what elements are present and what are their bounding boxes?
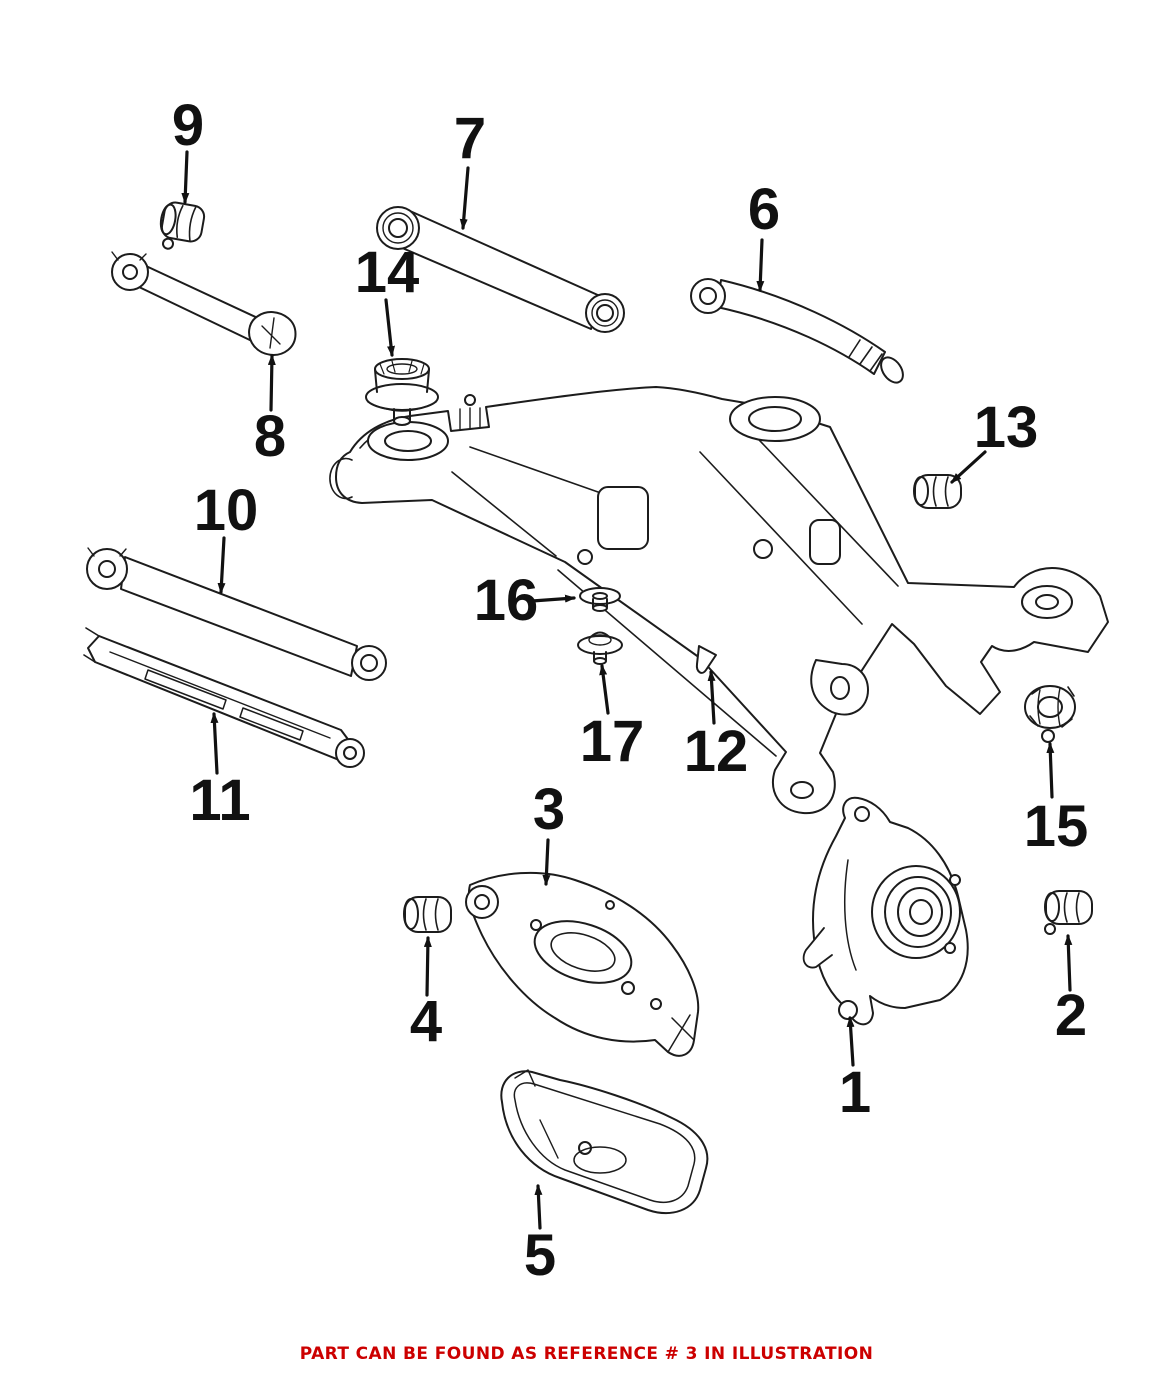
cover-shield-5-illustration (500, 1069, 709, 1215)
link-arm-8-illustration (111, 251, 297, 356)
bushing-4-illustration (403, 896, 452, 933)
washer-16-illustration (579, 587, 621, 612)
callout-15: 15 (1023, 794, 1089, 859)
upper-link-arm-7-illustration (376, 206, 625, 333)
subframe-mount-14-illustration (365, 358, 439, 426)
lateral-arm-10-illustration (86, 547, 387, 681)
callout-16: 16 (473, 568, 539, 633)
callout-8: 8 (253, 404, 287, 469)
callout-12: 12 (683, 719, 749, 784)
lower-control-arm-3-illustration (465, 871, 700, 1057)
callout-13: 13 (973, 395, 1039, 460)
curved-link-arm-6-illustration (690, 278, 904, 384)
callout-17: 17 (579, 709, 645, 774)
callout-6: 6 (747, 177, 781, 242)
bushing-9-illustration (159, 201, 206, 250)
callout-3: 3 (532, 777, 566, 842)
mount-bushing-15-illustration (1024, 685, 1076, 743)
callout-14: 14 (354, 240, 420, 305)
subframe-tab-12 (695, 645, 717, 674)
callout-9: 9 (171, 93, 205, 158)
callout-7: 7 (453, 106, 487, 171)
callout-1: 1 (838, 1060, 872, 1125)
reference-note: PART CAN BE FOUND AS REFERENCE # 3 IN IL… (299, 1344, 874, 1364)
slotted-arm-11-illustration (83, 627, 365, 768)
knuckle-1-illustration (802, 796, 969, 1026)
callout-11: 11 (189, 768, 251, 833)
callout-5: 5 (523, 1223, 557, 1288)
bushing-2-illustration (1044, 890, 1093, 935)
callout-arrows (181, 150, 1073, 1230)
callout-4: 4 (409, 989, 443, 1054)
bushing-13-illustration (913, 474, 962, 509)
subframe-crossmember-illustration (329, 386, 1109, 815)
callout-2: 2 (1054, 983, 1088, 1048)
grommet-17-illustration (577, 631, 623, 665)
callout-10: 10 (193, 478, 259, 543)
